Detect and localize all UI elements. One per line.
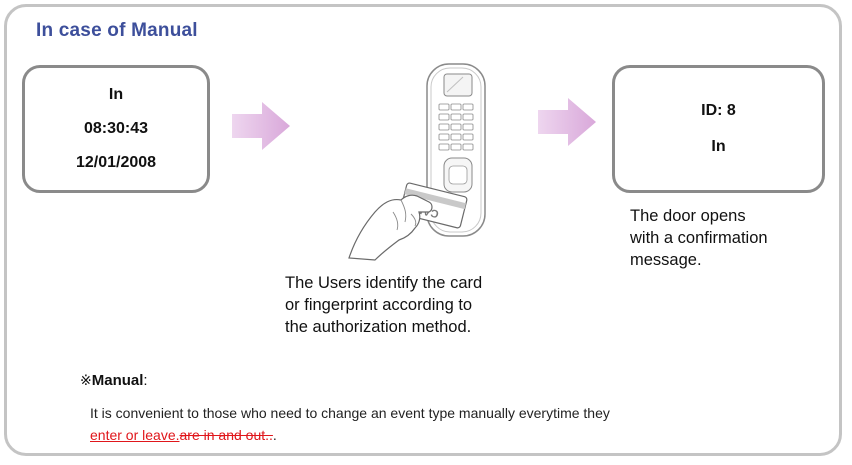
arrow-right-icon bbox=[232, 102, 290, 150]
identify-caption: The Users identify the card or fingerpri… bbox=[285, 274, 483, 336]
mode-label: In bbox=[711, 138, 726, 155]
note-title: Manual bbox=[91, 372, 144, 389]
note-colon: : bbox=[143, 372, 148, 389]
user-id-display: ID: 8 bbox=[701, 102, 736, 119]
reference-mark: ※ bbox=[80, 373, 92, 389]
deleted-revision: are in and out.. bbox=[179, 427, 273, 443]
door-opens-caption: The door opens with a confirmation messa… bbox=[630, 207, 768, 269]
mode-label: In bbox=[108, 86, 124, 103]
manual-note-heading: ※Manual: bbox=[80, 372, 148, 389]
diagram-title: In case of Manual bbox=[36, 20, 198, 41]
manual-note-body: It is convenient to those who need to ch… bbox=[90, 402, 810, 446]
inserted-revision: enter or leave. bbox=[90, 427, 180, 443]
confirmation-screen: ID: 8 In bbox=[612, 65, 825, 193]
note-end: . bbox=[272, 427, 277, 443]
arrow-right-icon bbox=[538, 98, 596, 146]
initial-screen: In 08:30:43 12/01/2008 bbox=[22, 65, 210, 193]
date-display: 12/01/2008 bbox=[75, 154, 157, 171]
note-text: It is convenient to those who need to ch… bbox=[90, 405, 610, 421]
time-display: 08:30:43 bbox=[83, 120, 149, 137]
fingerprint-reader-device: CARD bbox=[348, 63, 486, 261]
